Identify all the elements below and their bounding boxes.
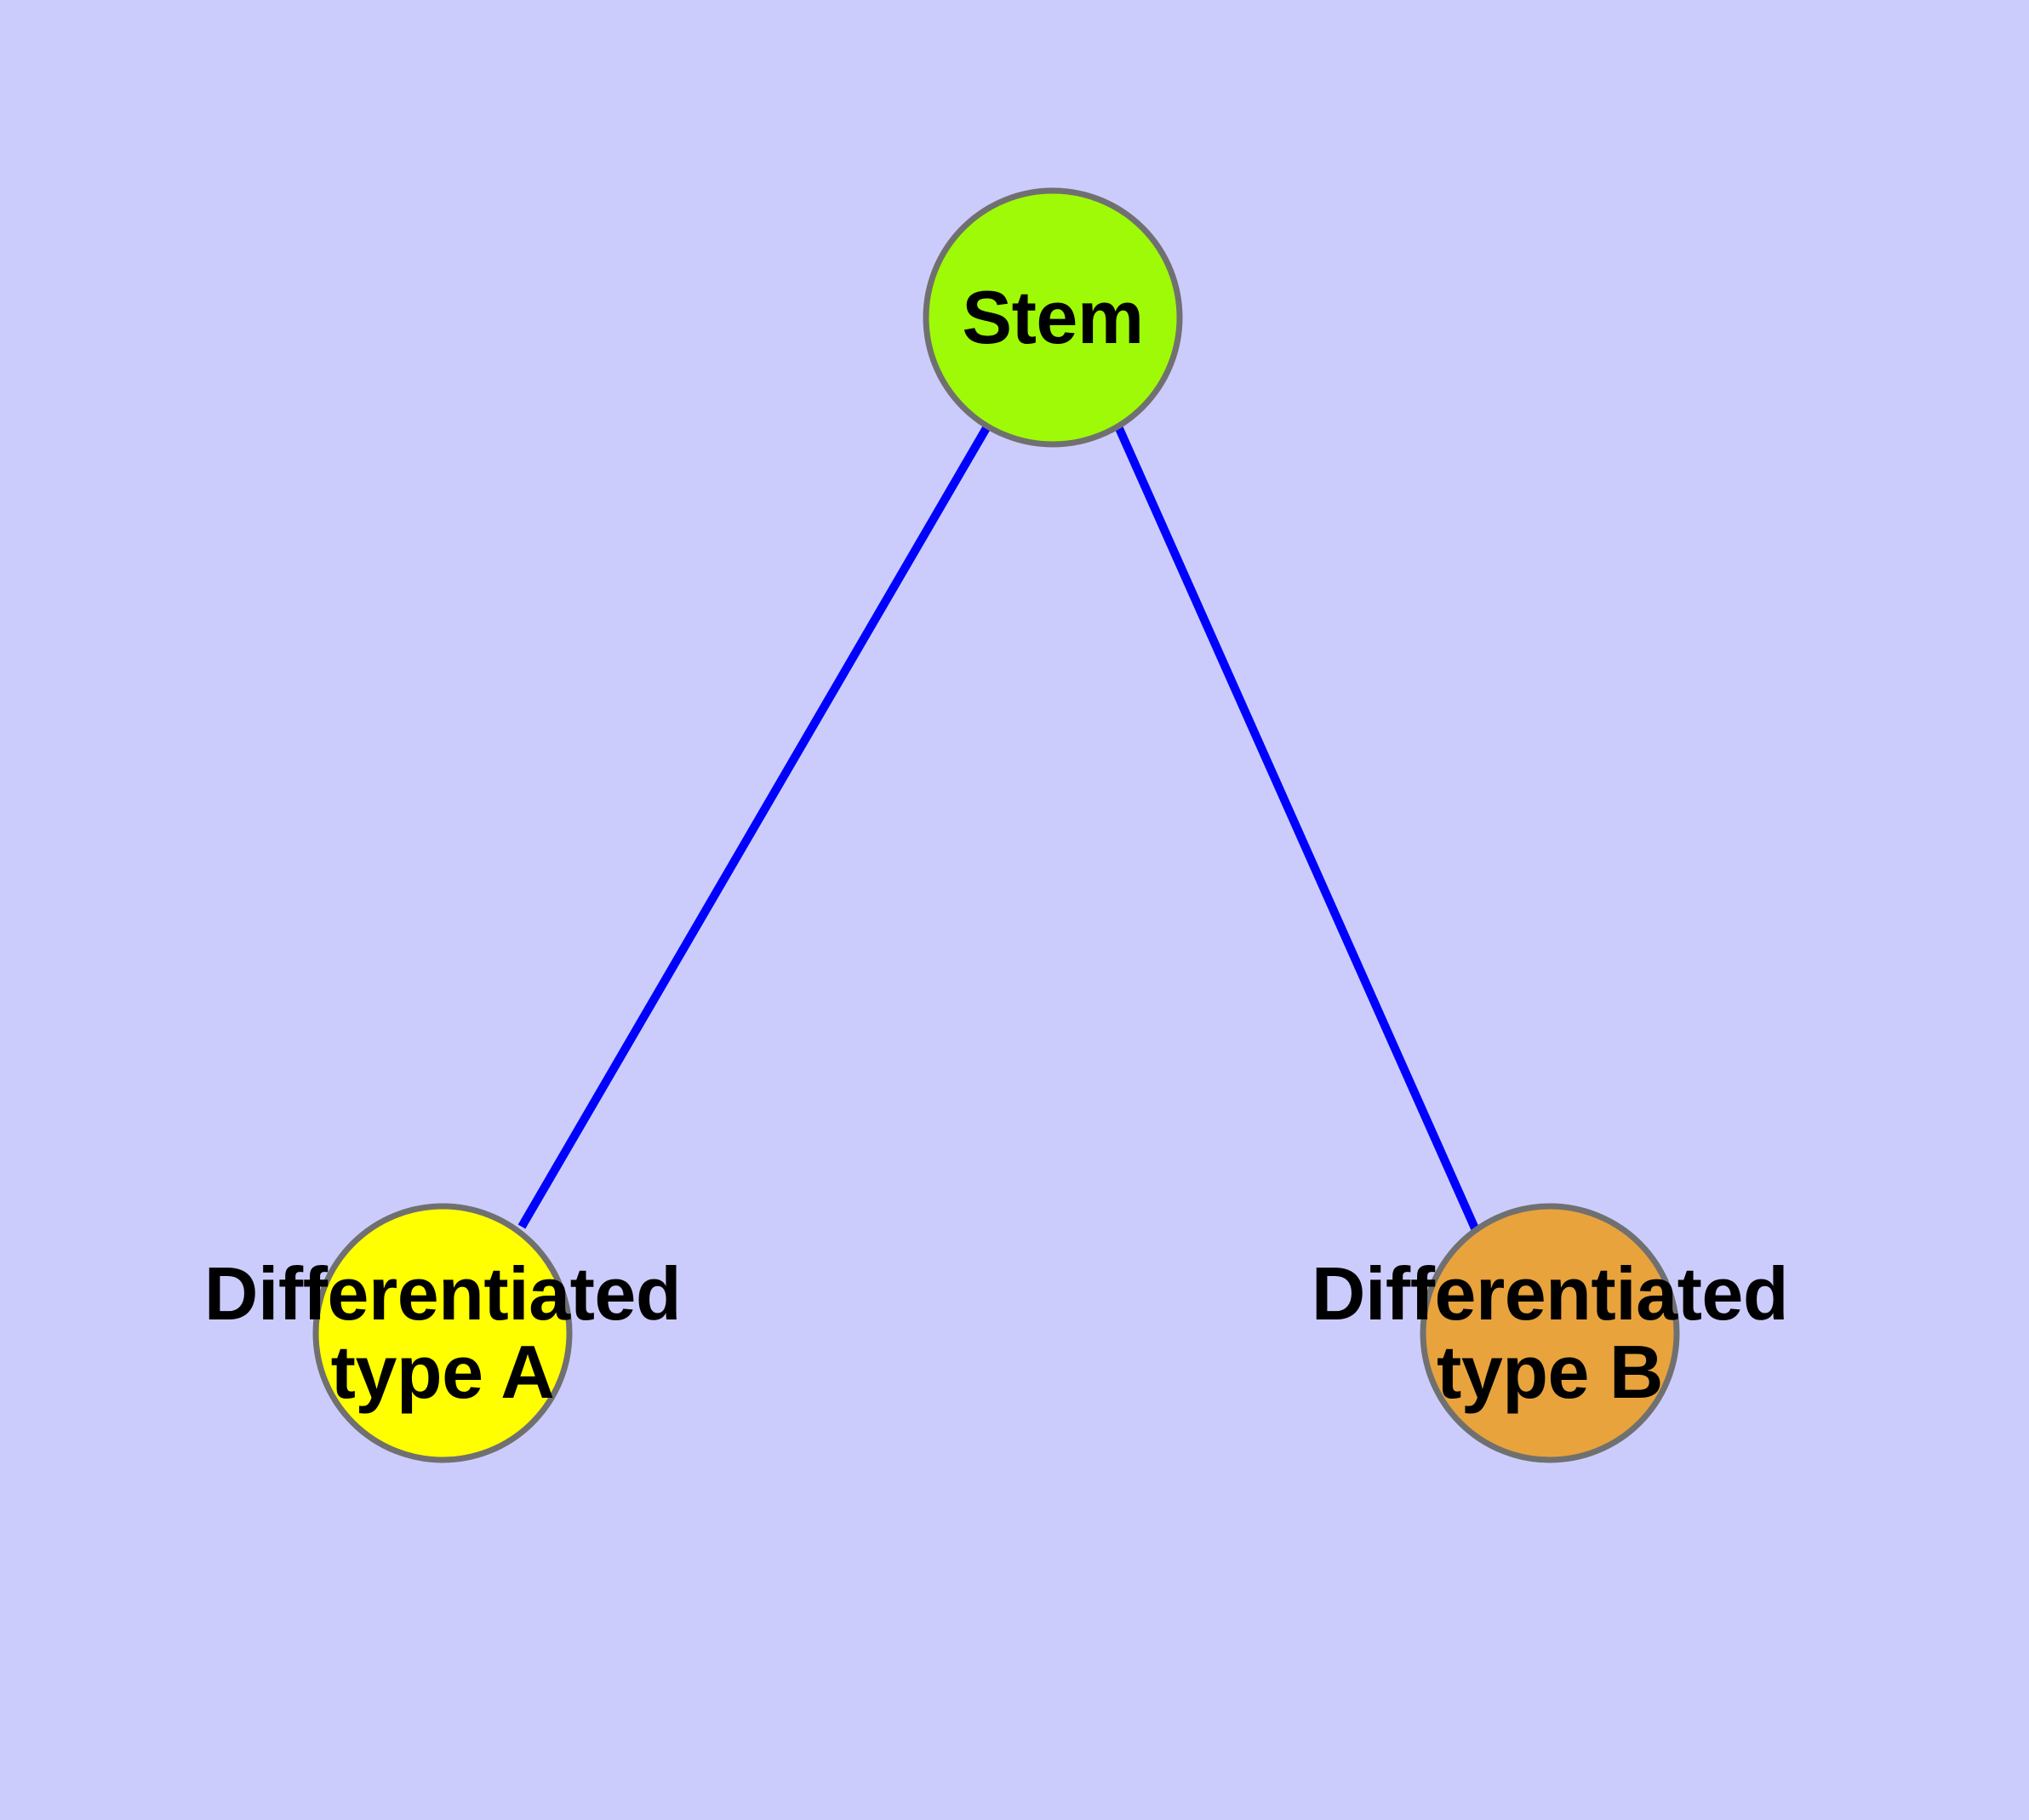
edge-stem-to-differentiated-b <box>1114 424 1479 1231</box>
edge-layer <box>517 424 1479 1231</box>
node-stem-circle[interactable] <box>923 187 1183 448</box>
edge-stem-to-differentiated-a <box>517 424 992 1229</box>
node-layer <box>312 187 1680 1463</box>
node-differentiated-type-a-circle[interactable] <box>312 1203 573 1463</box>
node-differentiated-type-b-circle[interactable] <box>1420 1203 1680 1463</box>
